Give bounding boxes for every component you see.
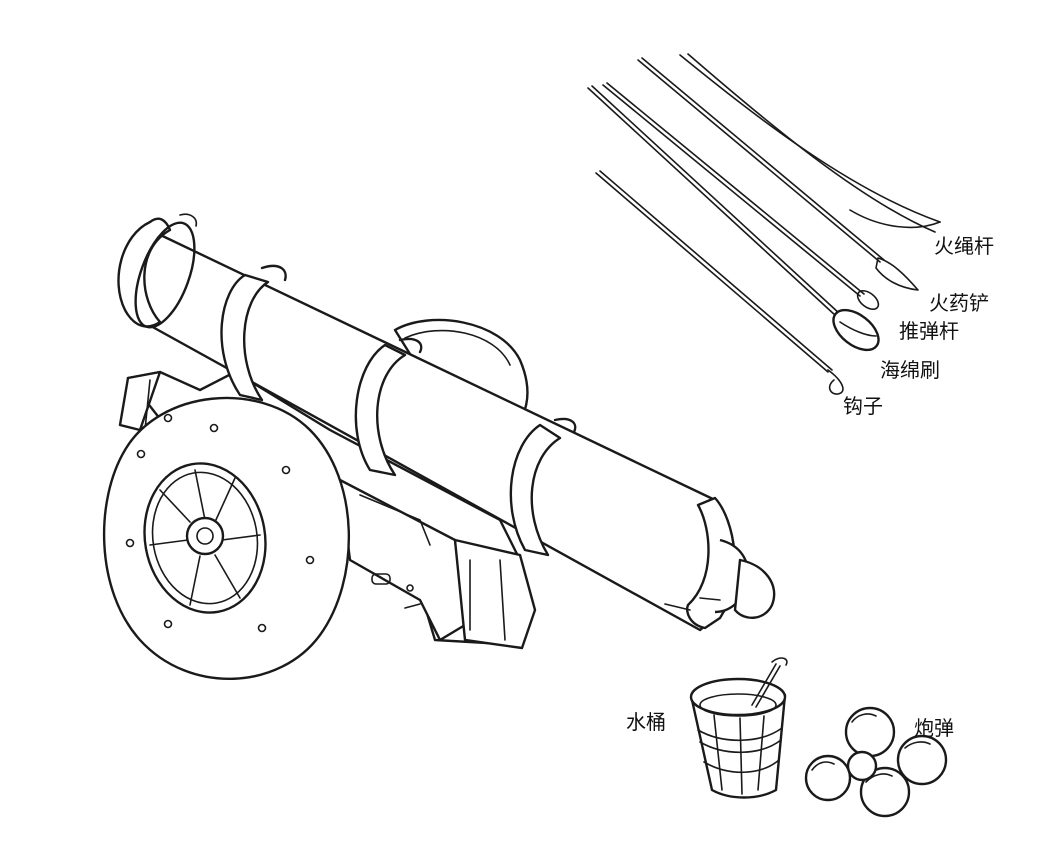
label-powder-ladle: 火药铲: [929, 291, 989, 315]
label-cannonballs: 炮弹: [914, 716, 954, 740]
tool-sponge: [587, 85, 880, 352]
label-sponge: 海绵刷: [880, 358, 940, 382]
label-bucket: 水桶: [626, 710, 666, 734]
label-rammer: 推弹杆: [899, 319, 959, 343]
carriage-front-wheel: [102, 396, 350, 680]
label-hook: 钩子: [843, 394, 883, 418]
tool-linstock: [679, 53, 941, 233]
tool-hook: [595, 170, 844, 395]
tool-powder-ladle: [637, 57, 919, 291]
tool-rammer: [602, 82, 880, 311]
cannonballs-pile: [804, 706, 948, 818]
label-linstock: 火绳杆: [934, 234, 994, 258]
cannon-barrel: [117, 213, 776, 632]
water-bucket: [689, 657, 788, 799]
